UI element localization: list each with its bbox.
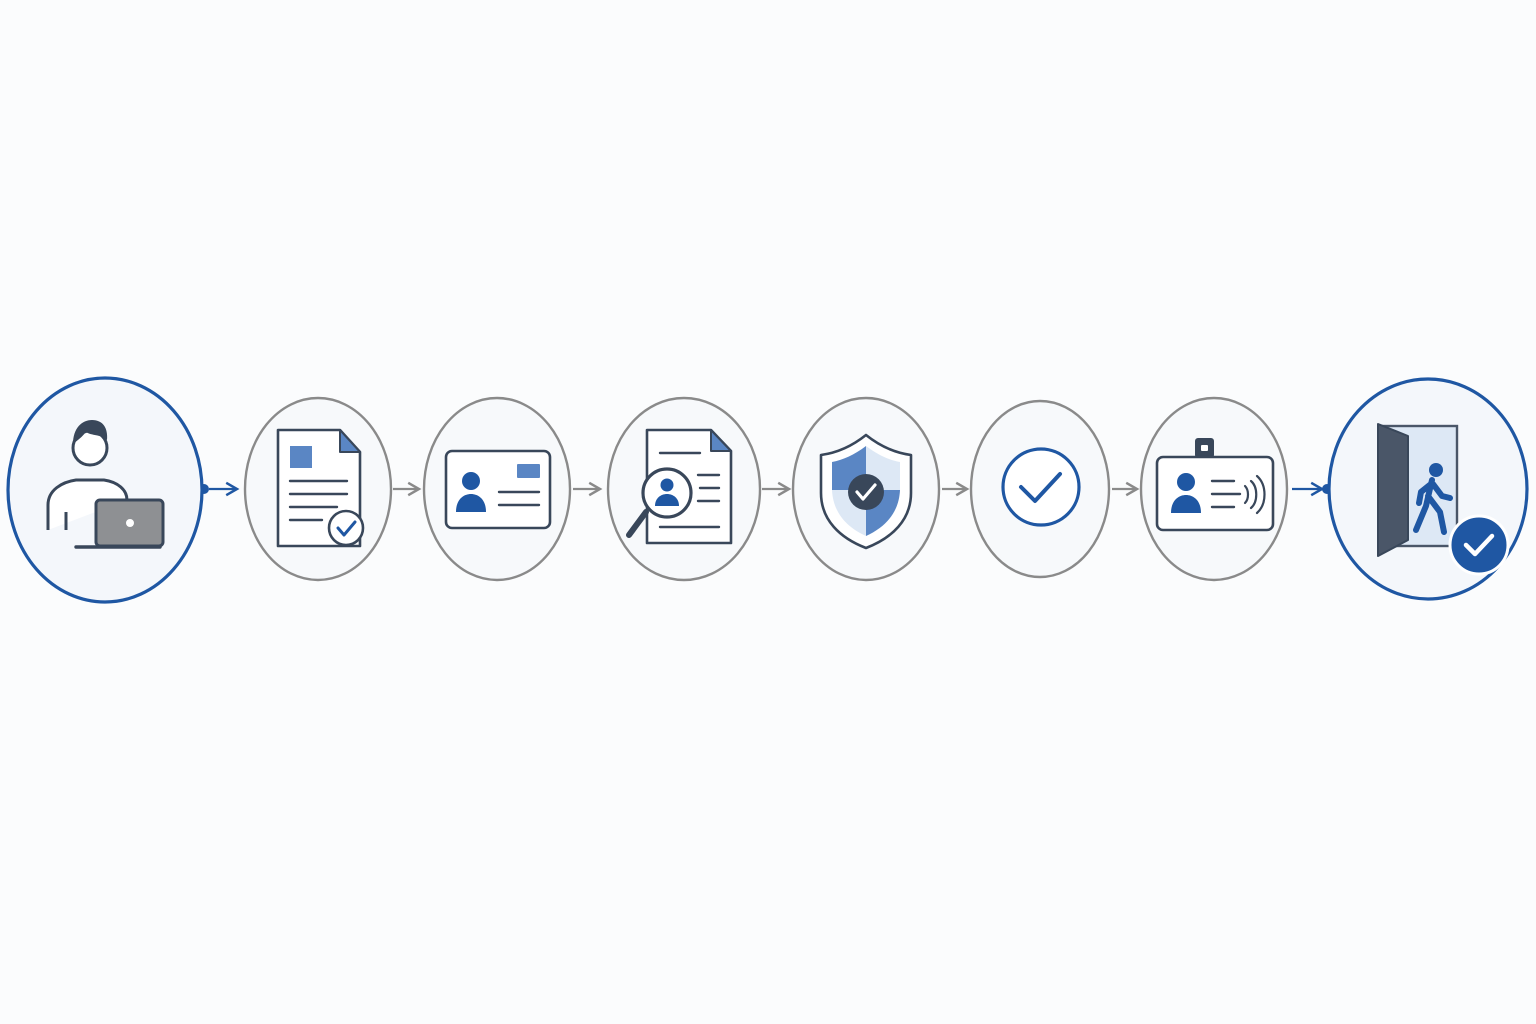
open-door-walk-icon	[1377, 423, 1510, 576]
step-review	[606, 396, 762, 582]
step-form	[243, 396, 393, 582]
document-search-icon	[626, 428, 733, 545]
step-badge	[1139, 396, 1289, 582]
step-id-card	[422, 396, 572, 582]
step-user	[6, 376, 204, 604]
access-badge-icon	[1155, 438, 1275, 532]
connector-user-to-form	[199, 481, 240, 497]
connector-badge-to-entry	[1292, 481, 1332, 497]
check-circle-icon	[1001, 447, 1081, 527]
shield-check-icon	[819, 433, 913, 550]
person-with-laptop-icon	[46, 420, 165, 549]
document-check-icon	[276, 428, 365, 548]
id-card-icon	[444, 449, 552, 530]
step-security	[791, 396, 941, 582]
step-entry	[1327, 377, 1529, 601]
step-approved	[969, 399, 1111, 579]
walking-person-icon	[1413, 463, 1453, 535]
